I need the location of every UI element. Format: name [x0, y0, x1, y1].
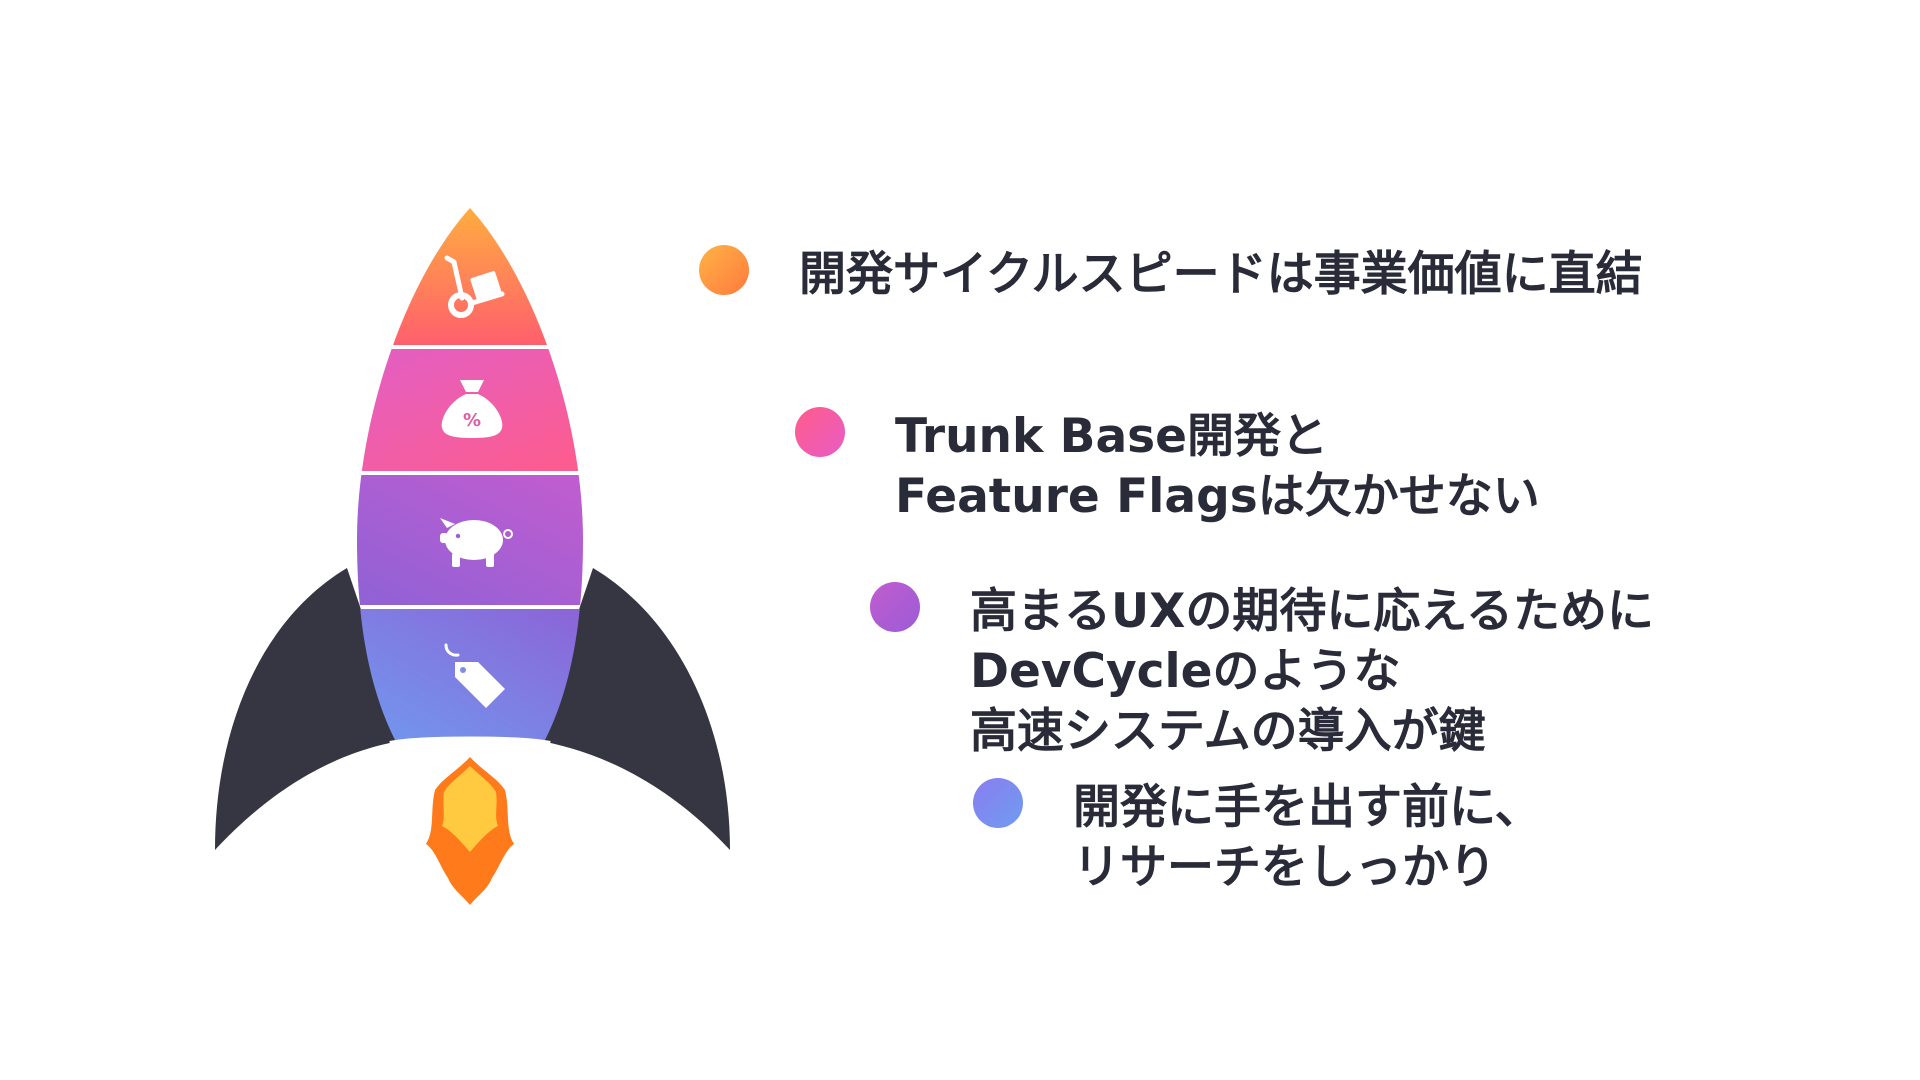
bullet-1-text: 開発サイクルスピードは事業価値に直結 [799, 245, 1643, 305]
flame-icon [426, 757, 514, 905]
bullet-dot-2 [795, 407, 845, 457]
hand-truck-icon [444, 255, 505, 318]
bullet-3-line-2: DevCycleのような [970, 644, 1401, 699]
money-bag-percent-icon: % [441, 380, 503, 438]
bullet-dot-1 [699, 245, 749, 295]
price-tag-icon [444, 643, 505, 708]
bullet-4: 開発に手を出す前に、リサーチをしっかり [973, 778, 1542, 898]
bullet-4-line-2: リサーチをしっかり [1073, 840, 1496, 895]
rocket-base [389, 736, 551, 747]
bullet-dot-4 [973, 778, 1023, 828]
bullet-4-text: 開発に手を出す前に、リサーチをしっかり [1073, 778, 1542, 898]
right-fin [535, 568, 730, 850]
bullet-4-line-1: 開発に手を出す前に、 [1073, 780, 1542, 835]
bullet-2-line-2: Feature Flagsは欠かせない [895, 469, 1540, 524]
bullet-3-line-3: 高速システムの導入が鍵 [970, 704, 1486, 759]
rocket-illustration: % [215, 208, 730, 905]
piggy-bank-icon [440, 518, 513, 567]
bullet-2-line-1: Trunk Base開発と [895, 409, 1329, 464]
left-fin [215, 568, 405, 850]
rocket-segment-1 [357, 208, 583, 345]
svg-text:%: % [463, 410, 481, 431]
bullet-dot-3 [870, 582, 920, 632]
bullet-1-line-1: 開発サイクルスピードは事業価値に直結 [799, 247, 1643, 302]
bullet-1: 開発サイクルスピードは事業価値に直結 [699, 245, 1643, 305]
bullet-3-line-1: 高まるUXの期待に応えるために [970, 584, 1654, 639]
